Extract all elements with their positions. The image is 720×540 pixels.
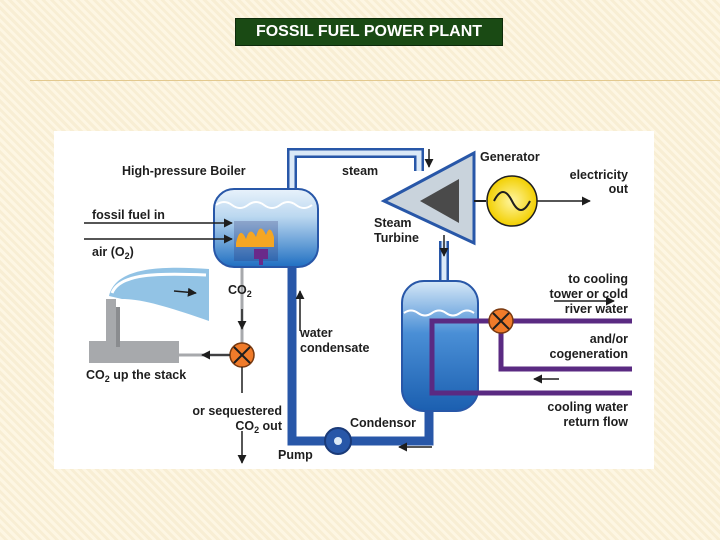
cooling-tower-label-2: tower or cold xyxy=(550,287,628,301)
slide-title: FOSSIL FUEL POWER PLANT xyxy=(235,18,503,46)
cooling-tower-label-3: river water xyxy=(565,302,628,316)
steam-label: steam xyxy=(342,164,378,178)
sine-wave-icon xyxy=(486,175,538,227)
electricity-out-label: out xyxy=(609,182,629,196)
steam-turbine-label-2: Turbine xyxy=(374,231,419,245)
sequestered-co2-label: CO2 out xyxy=(235,419,283,435)
pump-icon xyxy=(324,427,352,455)
diagram-canvas: High-pressure Boiler fossil fuel in air … xyxy=(84,148,632,464)
generator-label: Generator xyxy=(480,150,540,164)
valve-icon xyxy=(488,308,514,334)
cooling-return-label: cooling water xyxy=(547,400,628,414)
stack-label: CO2 up the stack xyxy=(86,368,186,384)
steam-turbine-label: Steam xyxy=(374,216,412,230)
electricity-label: electricity xyxy=(570,168,628,182)
valve-icon xyxy=(229,342,255,368)
exhaust-plume xyxy=(109,267,209,321)
fossil-fuel-label: fossil fuel in xyxy=(92,208,165,222)
air-label: air (O2) xyxy=(92,245,134,261)
cogeneration-label: and/or xyxy=(590,332,628,346)
turbine-icon xyxy=(380,150,476,246)
cooling-return-label-2: return flow xyxy=(563,415,628,429)
boiler-label: High-pressure Boiler xyxy=(122,164,246,178)
exhaust-plume-outline xyxy=(110,272,207,294)
pump-label: Pump xyxy=(278,448,313,462)
water-condensate-label-2: condensate xyxy=(300,341,370,355)
boiler xyxy=(213,188,319,268)
condenser xyxy=(401,280,479,412)
condensor-label: Condensor xyxy=(350,416,416,430)
smoke-stack xyxy=(89,299,179,363)
co2-label: CO2 xyxy=(228,283,252,299)
title-divider xyxy=(30,80,720,81)
power-plant-diagram: High-pressure Boiler fossil fuel in air … xyxy=(54,131,654,469)
flame-icon xyxy=(236,228,274,265)
water-condensate-label: water xyxy=(299,326,333,340)
cogeneration-label-2: cogeneration xyxy=(550,347,629,361)
cooling-water-loop xyxy=(429,318,632,396)
cooling-tower-label: to cooling xyxy=(568,272,628,286)
steam-water-loop xyxy=(287,148,449,446)
sequestered-label: or sequestered xyxy=(192,404,282,418)
